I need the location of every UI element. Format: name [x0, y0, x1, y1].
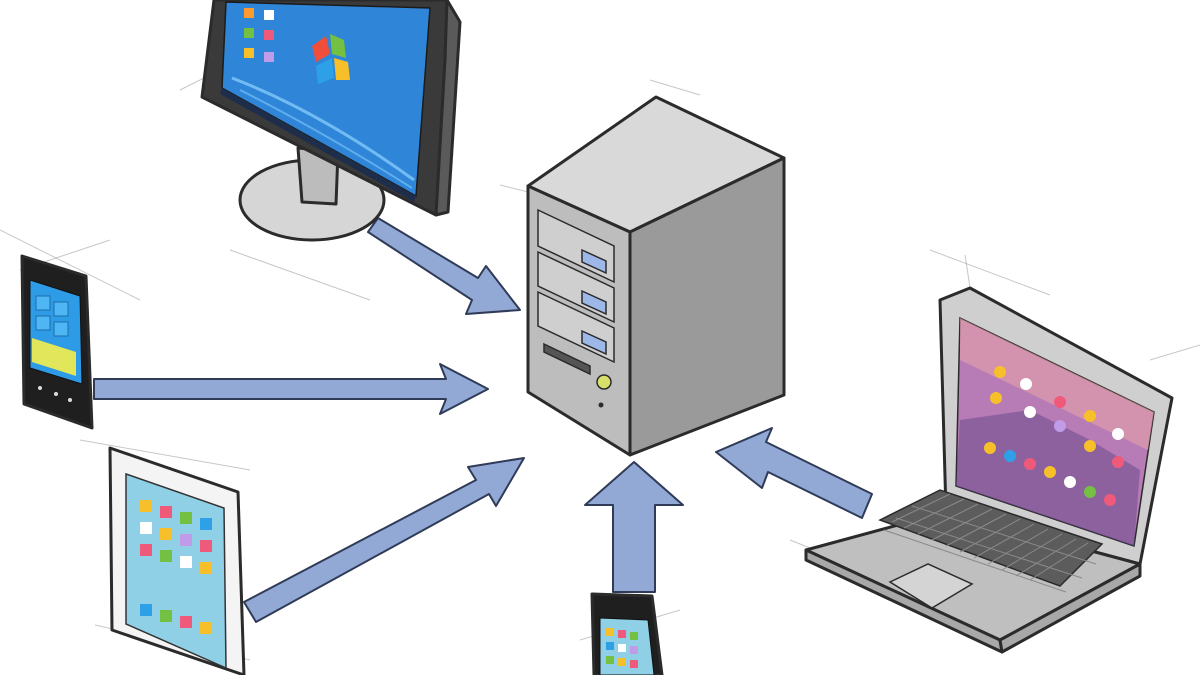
power-button-icon: [596, 374, 612, 390]
connection-arrows: [93, 217, 873, 623]
smartphone-icon: [590, 592, 664, 675]
desktop-monitor: [200, 0, 462, 242]
laptop-trackpad: [888, 563, 974, 609]
smartphone-icon: [20, 254, 94, 430]
tablet-icon: [108, 446, 246, 675]
tablet: [108, 446, 246, 675]
drive-bays: [537, 208, 615, 364]
tablet-app-icons: [140, 500, 212, 634]
server-tower-icon: [526, 95, 786, 457]
smartphone-windows: [20, 254, 94, 430]
laptop-icon: [804, 286, 1174, 654]
arrow-phone-bottom-to-server: [584, 461, 684, 593]
arrow-tablet-to-server: [243, 457, 525, 623]
smartphone-bottom: [590, 592, 664, 675]
desktop-icons: [244, 8, 274, 62]
arrow-laptop-to-server: [715, 427, 873, 519]
desktop-monitor-icon: [200, 0, 462, 242]
arrow-desktop-to-server: [367, 217, 521, 315]
laptop-app-icons: [984, 366, 1124, 506]
arrow-phone-left-to-server: [93, 363, 489, 415]
laptop: [804, 286, 1174, 654]
laptop-keyboard: [878, 489, 1104, 587]
server-tower: [526, 95, 786, 457]
windows-logo-icon: [312, 34, 350, 84]
